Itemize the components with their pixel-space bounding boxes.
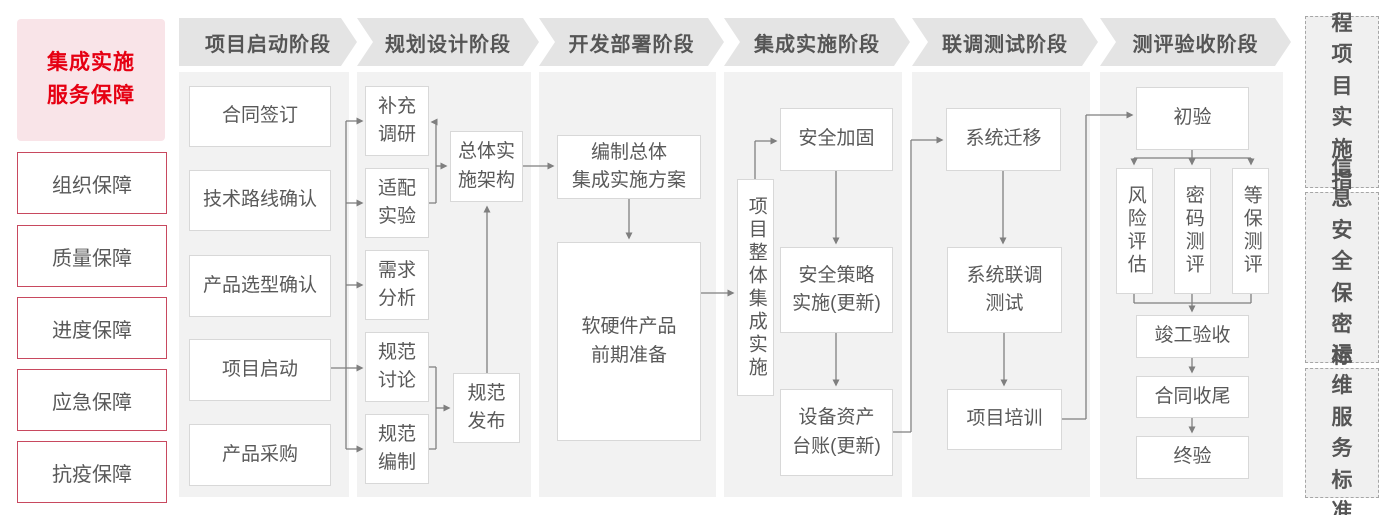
phase-header-project-initiation: 项目启动阶段 [179, 18, 357, 66]
node-spec-drafting: 规范 编制 [365, 414, 429, 484]
sidebar-item-quality-guarantee: 质量保障 [17, 225, 167, 287]
node-mlps-evaluation: 等保测评 [1232, 168, 1269, 294]
node-requirements-analysis: 需求 分析 [365, 250, 429, 320]
ref-ops-service-standard: 运维 服务 标准 [1305, 343, 1379, 515]
phase-header-evaluation-acceptance: 测评验收阶段 [1100, 18, 1291, 66]
node-initial-acceptance: 初验 [1136, 87, 1249, 150]
node-system-migration: 系统迁移 [946, 108, 1061, 171]
phase-header-integration-implementation: 集成实施阶段 [724, 18, 910, 66]
node-adaptation-experiment: 适配 实验 [365, 168, 429, 238]
node-project-training: 项目培训 [947, 389, 1062, 450]
sidebar-title: 集成实施 服务保障 [47, 51, 135, 107]
node-crypto-evaluation: 密码测评 [1174, 168, 1211, 294]
node-contract-signing: 合同签订 [189, 86, 331, 147]
sidebar-item-epidemic-guarantee: 抗疫保障 [17, 441, 167, 503]
sidebar-item-emergency-guarantee: 应急保障 [17, 369, 167, 431]
sidebar-item-schedule-guarantee: 进度保障 [17, 297, 167, 359]
node-overall-integration-plan-drafting: 编制总体 集成实施方案 [557, 135, 701, 199]
node-security-hardening: 安全加固 [780, 108, 893, 171]
node-contract-closing: 合同收尾 [1136, 376, 1249, 418]
phase-header-dev-deployment: 开发部署阶段 [539, 18, 724, 66]
node-system-joint-debugging-test: 系统联调 测试 [947, 247, 1062, 333]
node-project-kickoff: 项目启动 [189, 339, 331, 401]
sidebar-item-organization-guarantee: 组织保障 [17, 152, 167, 214]
phase-header-planning-design: 规划设计阶段 [357, 18, 539, 66]
node-completion-acceptance: 竣工验收 [1136, 315, 1249, 358]
node-hardware-software-preparation: 软硬件产品 前期准备 [557, 242, 701, 441]
node-tech-route-confirmation: 技术路线确认 [189, 170, 331, 231]
node-product-procurement: 产品采购 [189, 424, 331, 486]
node-overall-implementation-architecture: 总体实 施架构 [450, 131, 523, 202]
node-final-acceptance: 终验 [1136, 436, 1249, 479]
phase-header-joint-testing: 联调测试阶段 [912, 18, 1098, 66]
node-supplementary-research: 补充 调研 [365, 86, 429, 156]
ref-infosec-confidentiality-standard: 信息 安全 保密 标准 [1305, 156, 1379, 399]
node-product-selection-confirmation: 产品选型确认 [189, 255, 331, 317]
node-spec-discussion: 规范 讨论 [365, 332, 429, 402]
node-security-policy-implementation: 安全策略 实施(更新) [780, 247, 893, 333]
node-spec-release: 规范 发布 [453, 373, 520, 443]
node-equipment-asset-ledger: 设备资产 台账(更新) [780, 389, 893, 476]
node-overall-project-integration: 项目整体集成实施 [737, 179, 774, 396]
sidebar-title-card: 集成实施 服务保障 [17, 19, 165, 141]
node-risk-assessment: 风险评估 [1116, 168, 1153, 294]
